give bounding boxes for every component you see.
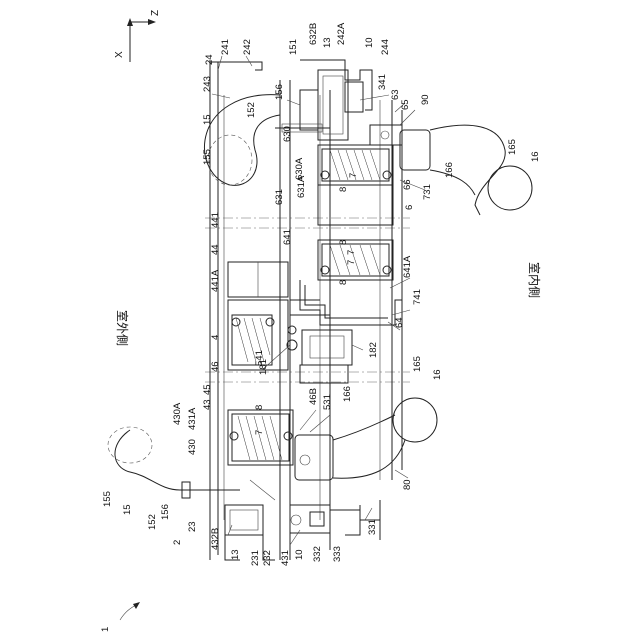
reference-numeral: 46B	[308, 388, 319, 405]
reference-numeral: 632B	[308, 23, 319, 45]
top-sash-6	[318, 145, 393, 225]
reference-numeral: 431A	[187, 407, 198, 430]
reference-numeral: 66	[402, 179, 413, 190]
reference-numeral: 641	[282, 229, 293, 245]
reference-numeral: 63	[390, 89, 401, 100]
reference-numeral: 152	[246, 102, 257, 118]
reference-numeral: 2	[172, 540, 183, 545]
outdoor-side-label: 室外側	[115, 310, 130, 346]
reference-numeral: 631	[274, 189, 285, 205]
reference-numeral: 152	[147, 514, 158, 530]
reference-numeral: 16	[530, 151, 541, 162]
reference-numeral: 181	[258, 359, 269, 375]
reference-numeral: 15	[122, 504, 133, 515]
reference-numeral: 7	[254, 430, 265, 435]
reference-labels: 2412422424315155151632B13242A10244156152…	[102, 22, 541, 566]
reference-numeral: 23	[187, 521, 198, 532]
reference-numeral: 331	[367, 519, 378, 535]
lower-outdoor-handle	[108, 427, 240, 498]
axis-z-label: Z	[150, 10, 161, 16]
reference-numeral: 441	[210, 212, 221, 228]
reference-numeral: 7	[348, 173, 359, 178]
reference-numeral: 630	[282, 126, 293, 142]
reference-numeral: 24	[204, 54, 215, 65]
reference-numeral: 731	[422, 184, 433, 200]
reference-numeral: 242A	[336, 22, 347, 45]
lower-sash-4	[228, 410, 293, 465]
reference-numeral: 631A	[296, 175, 307, 198]
reference-numeral: 431	[280, 550, 291, 566]
indoor-side-label: 室内側	[527, 262, 542, 298]
reference-numeral: 4	[210, 335, 221, 340]
reference-numeral: 441A	[210, 269, 221, 292]
lower-indoor-handle	[295, 398, 437, 480]
reference-numeral: 13	[230, 549, 241, 560]
reference-numeral: 156	[160, 504, 171, 520]
reference-numeral: 13	[322, 37, 333, 48]
reference-numeral: 15	[202, 114, 213, 125]
reference-numeral: 182	[368, 342, 379, 358]
reference-numeral: 244	[380, 39, 391, 55]
reference-numeral: 165	[507, 139, 518, 155]
reference-numeral: 8	[338, 240, 349, 245]
reference-numeral: 430	[187, 439, 198, 455]
reference-numeral: 242	[242, 39, 253, 55]
reference-numeral: 156	[274, 84, 285, 100]
reference-numeral: 232	[262, 550, 273, 566]
reference-numeral: 332	[312, 546, 323, 562]
reference-numeral: 16	[432, 369, 443, 380]
reference-numeral: 65	[400, 99, 411, 110]
reference-numeral: 151	[288, 39, 299, 55]
reference-numeral: 46	[210, 361, 221, 372]
reference-numeral: 155	[202, 149, 213, 165]
reference-numeral: 333	[332, 546, 343, 562]
reference-numeral: 8	[338, 187, 349, 192]
reference-numeral: 10	[364, 37, 375, 48]
reference-numeral: 165	[412, 356, 423, 372]
reference-numeral: 90	[420, 94, 431, 105]
reference-numeral: 166	[342, 386, 353, 402]
reference-numeral: 6	[404, 205, 415, 210]
reference-numeral: 243	[202, 76, 213, 92]
reference-numeral: 341	[377, 74, 388, 90]
reference-numeral: 241	[220, 39, 231, 55]
reference-numeral: 64	[394, 317, 405, 328]
reference-numeral: 641A	[402, 255, 413, 278]
reference-numeral: 8	[254, 405, 265, 410]
reference-numeral: 45	[202, 384, 213, 395]
reference-numeral: 8	[338, 280, 349, 285]
reference-numeral: 430A	[172, 402, 183, 425]
axis-x-label: X	[114, 51, 125, 58]
axis-indicator: Z X	[114, 10, 161, 62]
reference-numeral: 7	[346, 260, 357, 265]
top-indoor-handle	[400, 125, 532, 215]
reference-numeral: 10	[294, 549, 305, 560]
reference-numeral: 7	[346, 250, 357, 255]
reference-numeral: 741	[412, 289, 423, 305]
reference-numeral: 80	[402, 479, 413, 490]
reference-numeral: 155	[102, 491, 113, 507]
top-outdoor-handle	[204, 95, 280, 186]
reference-numeral: 43	[202, 399, 213, 410]
reference-numeral: 531	[322, 394, 333, 410]
reference-numeral: 166	[444, 162, 455, 178]
reference-numeral: 231	[250, 550, 261, 566]
reference-numeral: 44	[210, 244, 221, 255]
figure-reference: 1	[100, 627, 111, 632]
top-frame-assembly	[210, 60, 402, 145]
reference-numeral: 432B	[210, 528, 221, 550]
